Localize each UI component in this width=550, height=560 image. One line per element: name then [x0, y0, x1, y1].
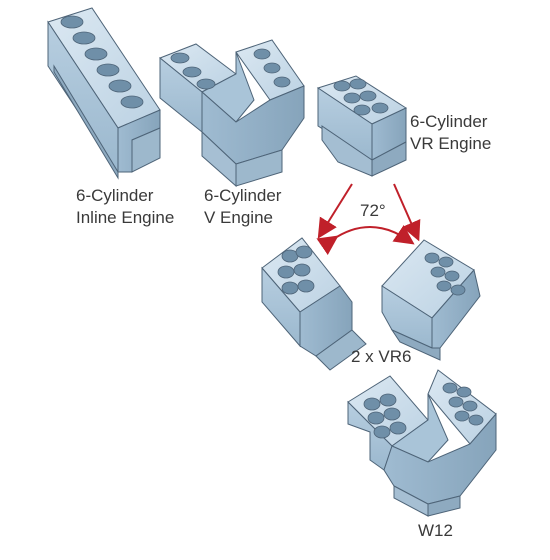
inline-bores — [60, 15, 144, 109]
vr6-left-block — [261, 237, 367, 371]
vr-bores — [333, 78, 389, 116]
angle-arc — [316, 224, 415, 256]
vr-engine-label-line1: 6-Cylinder — [410, 112, 488, 131]
v-engine-block — [159, 39, 305, 188]
vr6-right-block — [381, 239, 481, 361]
vr6-left-bores — [277, 245, 315, 295]
v-engine-label-line1: 6-Cylinder — [204, 186, 282, 205]
arrow-right — [393, 183, 421, 242]
arrow-left — [317, 183, 353, 239]
inline-engine-label-line2: Inline Engine — [76, 208, 175, 227]
inline-engine-label-line1: 6-Cylinder — [76, 186, 154, 205]
w12-label: W12 — [418, 521, 453, 540]
v-engine-label: 6-Cylinder V Engine — [204, 185, 281, 229]
vr-engine-block — [316, 75, 408, 177]
vr6-right-bores — [424, 252, 466, 296]
vr-engine-label-line2: VR Engine — [410, 134, 492, 153]
w12-engine-block — [347, 369, 497, 517]
inline-engine-label: 6-Cylinder Inline Engine — [76, 185, 174, 229]
w12-bores — [363, 382, 484, 439]
vr6-pair-label: 2 x VR6 — [351, 347, 412, 366]
v-engine-label-line2: V Engine — [204, 208, 273, 227]
v-bores — [170, 48, 291, 90]
inline-engine-block — [47, 7, 161, 180]
split-arrows — [316, 183, 421, 256]
vr-engine-label: 6-Cylinder VR Engine — [410, 111, 491, 155]
angle-label: 72° — [360, 201, 386, 220]
